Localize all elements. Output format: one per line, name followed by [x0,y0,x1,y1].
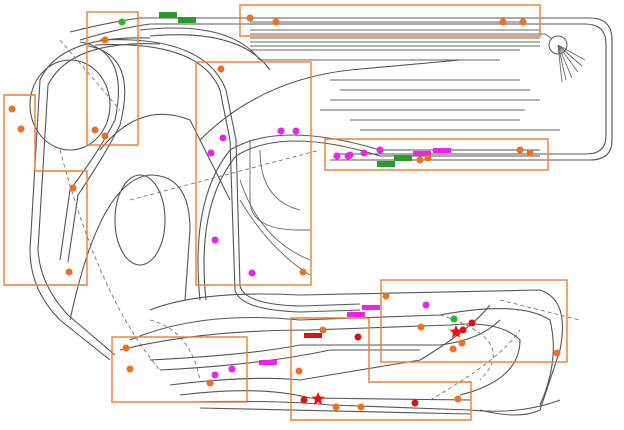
green-block [178,17,196,23]
magenta-marker [376,146,384,154]
red-marker [468,319,476,327]
magenta-marker [360,149,368,157]
green-block [159,12,177,18]
section-box [195,61,312,286]
green-block [394,155,412,161]
orange-marker [319,326,327,334]
orange-marker [101,36,109,44]
section-box [86,11,139,146]
orange-marker [8,105,16,113]
red-marker [411,399,419,407]
orange-marker [454,395,462,403]
section-box [290,317,472,421]
magenta-block [347,312,365,317]
orange-marker [458,339,466,347]
star-marker [311,392,325,405]
magenta-block [259,360,277,365]
orange-marker [299,268,307,276]
magenta-marker [219,134,227,142]
markers [8,14,561,411]
magenta-marker [277,127,285,135]
red-marker [300,396,308,404]
orange-marker [17,125,25,133]
orange-marker [382,292,390,300]
magenta-marker [228,365,236,373]
orange-marker [217,65,225,73]
orange-marker [424,154,432,162]
orange-marker [449,345,457,353]
green-block [377,161,395,167]
section-box [111,336,248,403]
orange-marker [69,184,77,192]
magenta-marker [211,236,219,244]
star-marker [449,325,463,338]
section-box [239,4,541,37]
red-marker [459,326,467,334]
green-marker [118,18,126,26]
blocks [159,12,451,365]
orange-marker [126,365,134,373]
orange-marker [295,367,303,375]
orange-marker [91,126,99,134]
magenta-marker [207,149,215,157]
orange-marker [332,403,340,411]
orange-marker [416,156,424,164]
magenta-marker [333,152,341,160]
section-box [380,279,568,363]
orange-marker [519,18,527,26]
orange-marker [65,268,73,276]
orange-marker [516,146,524,154]
orange-marker [357,403,365,411]
magenta-block [413,151,431,156]
orange-marker [417,323,425,331]
section-box [3,94,88,286]
orange-marker [272,18,280,26]
orange-marker [526,149,534,157]
orange-marker [122,344,130,352]
magenta-marker [344,152,352,160]
tracks [29,17,613,416]
magenta-block [362,305,380,310]
orange-marker [246,14,254,22]
magenta-marker [422,301,430,309]
section-box [324,138,549,171]
orange-marker [101,132,109,140]
green-marker [450,315,458,323]
magenta-marker [292,127,300,135]
orange-marker [499,18,507,26]
magenta-marker [211,371,219,379]
section-boxes [3,4,568,421]
magenta-block [433,148,451,153]
magenta-marker [248,269,256,277]
orange-marker [206,379,214,387]
red-block [304,333,322,338]
orange-marker [553,349,561,357]
red-marker [354,333,362,341]
